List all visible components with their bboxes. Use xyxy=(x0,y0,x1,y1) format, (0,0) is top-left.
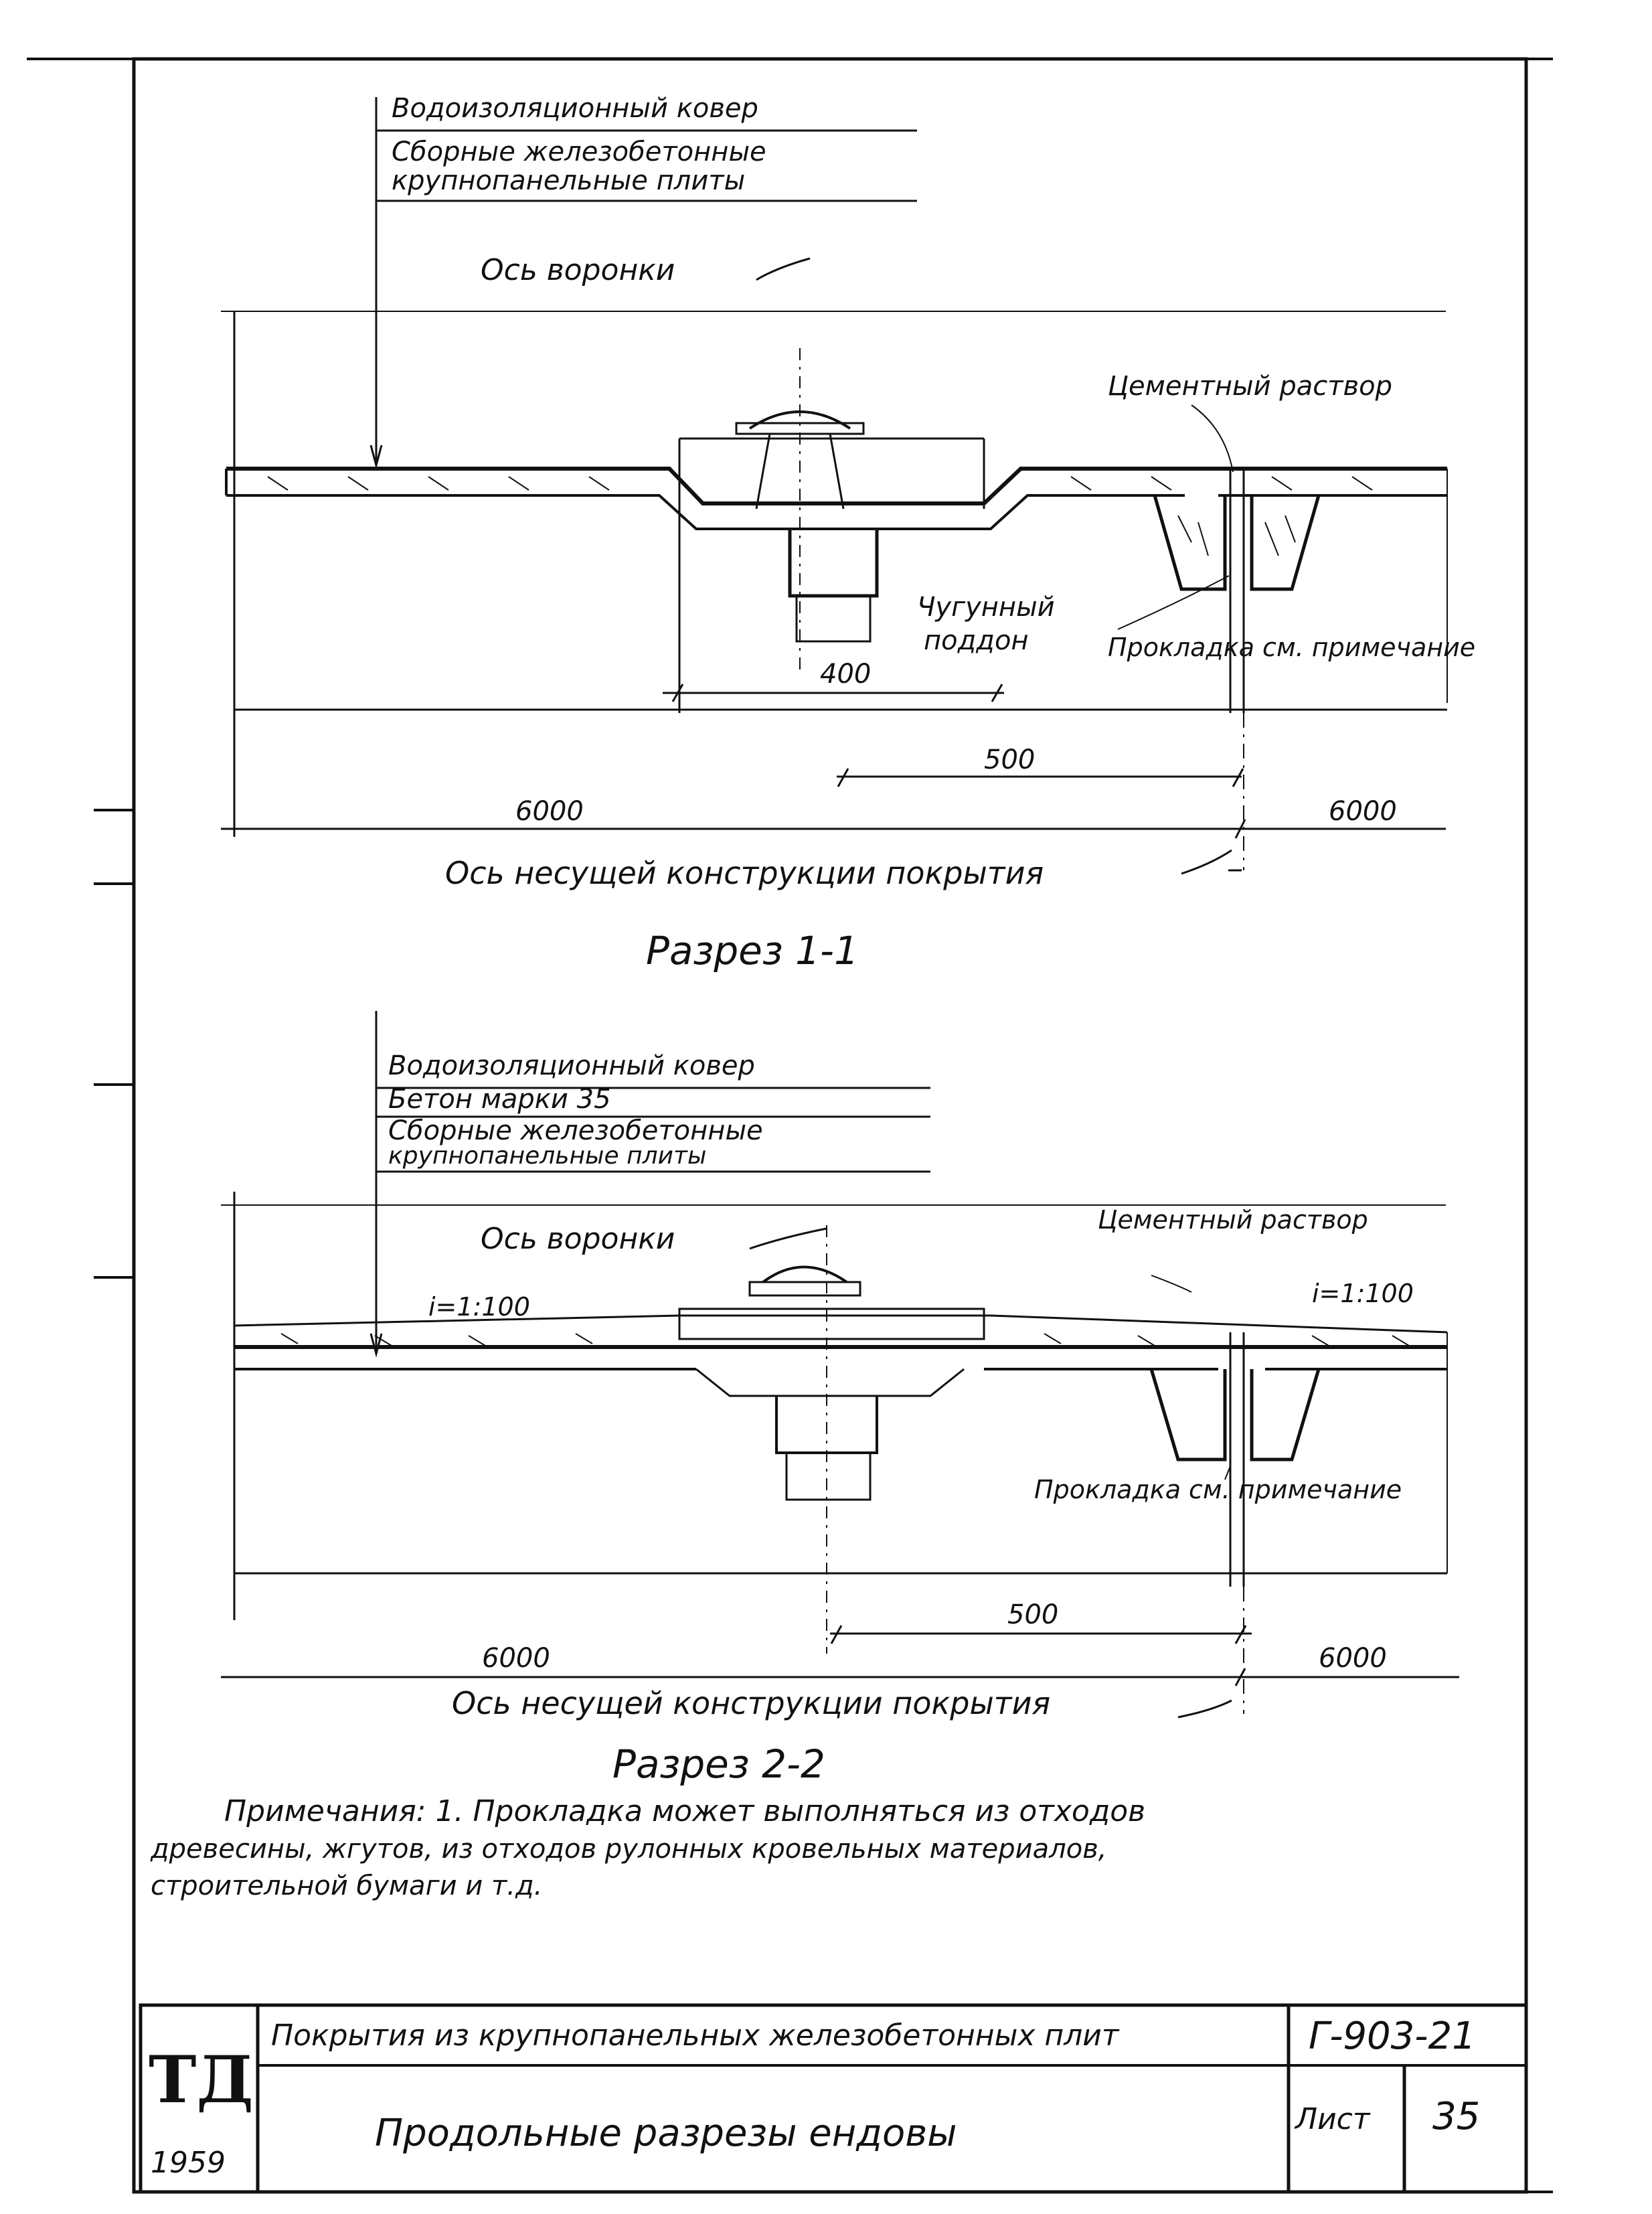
section2-drain-funnel xyxy=(678,1225,985,1654)
section2-slope-right: i=1:100 xyxy=(1312,1279,1414,1308)
notes-line-3: строительной бумаги и т.д. xyxy=(151,1871,542,1901)
section1-dim-400: 400 xyxy=(820,659,871,690)
title-block-sheet-label: Лист xyxy=(1294,2102,1371,2136)
title-block-logo: ТД xyxy=(149,2042,254,2118)
title-block-year: 1959 xyxy=(151,2146,226,2180)
title-block-series-title: Покрытия из крупнопанельных железобетонн… xyxy=(271,2019,1120,2053)
section-2-2: Водоизоляционный ковер Бетон марки 35 Сб… xyxy=(221,1011,1459,1787)
section2-slope-left: i=1:100 xyxy=(428,1292,530,1322)
section2-cement-mortar-label: Цементный раствор xyxy=(1098,1205,1368,1235)
section1-cement-mortar-label: Цементный раствор xyxy=(1108,371,1392,402)
section2-layer-label-1: Водоизоляционный ковер xyxy=(388,1050,755,1081)
section1-funnel-axis-label: Ось воронки xyxy=(481,253,675,287)
section2-gasket-label: Прокладка см. примечание xyxy=(1034,1475,1402,1504)
section2-dim-6000-right: 6000 xyxy=(1319,1643,1387,1674)
notes-line-1: Примечания: 1. Прокладка может выполнять… xyxy=(224,1794,1145,1828)
section2-title: Разрез 2-2 xyxy=(612,1741,825,1787)
title-block: ТД 1959 Покрытия из крупнопанельных желе… xyxy=(139,2003,1528,2194)
section1-structure-axis-label: Ось несущей конструкции покрытия xyxy=(445,855,1044,891)
section1-layer-label-2a: Сборные железобетонные xyxy=(392,137,766,167)
section1-dim-6000-left: 6000 xyxy=(515,796,584,827)
section-1-1: Водоизоляционный ковер Сборные железобет… xyxy=(221,93,1475,973)
section2-dim-6000-left: 6000 xyxy=(482,1643,550,1674)
section2-funnel-axis-label: Ось воронки xyxy=(481,1222,675,1256)
section2-layer-label-2: Бетон марки 35 xyxy=(388,1084,611,1115)
section1-drain-funnel xyxy=(678,348,985,713)
title-block-code: Г-903-21 xyxy=(1309,2014,1476,2058)
title-block-sheet-number: 35 xyxy=(1432,2095,1480,2138)
notes-line-2: древесины, жгутов, из отходов рулонных к… xyxy=(150,1834,1106,1865)
section2-layer-label-3b: крупнопанельные плиты xyxy=(388,1142,706,1170)
section1-tray-label-2: поддон xyxy=(924,625,1029,656)
section2-layer-label-3a: Сборные железобетонные xyxy=(388,1115,763,1146)
section1-dim-6000-right: 6000 xyxy=(1329,796,1397,827)
section2-dim-500: 500 xyxy=(1007,1599,1058,1630)
section1-tray-label-1: Чугунный xyxy=(917,592,1055,623)
section1-gasket-label: Прокладка см. примечание xyxy=(1108,633,1475,662)
section1-layer-label-2b: крупнопанельные плиты xyxy=(392,165,745,196)
section1-title: Разрез 1-1 xyxy=(646,928,859,973)
section1-layer-label-1: Водоизоляционный ковер xyxy=(392,93,758,124)
notes: Примечания: 1. Прокладка может выполнять… xyxy=(150,1794,1145,1901)
title-block-sheet-title: Продольные разрезы ендовы xyxy=(375,2112,957,2155)
section2-structure-axis-label: Ось несущей конструкции покрытия xyxy=(452,1685,1050,1721)
section1-dim-500: 500 xyxy=(984,744,1035,775)
